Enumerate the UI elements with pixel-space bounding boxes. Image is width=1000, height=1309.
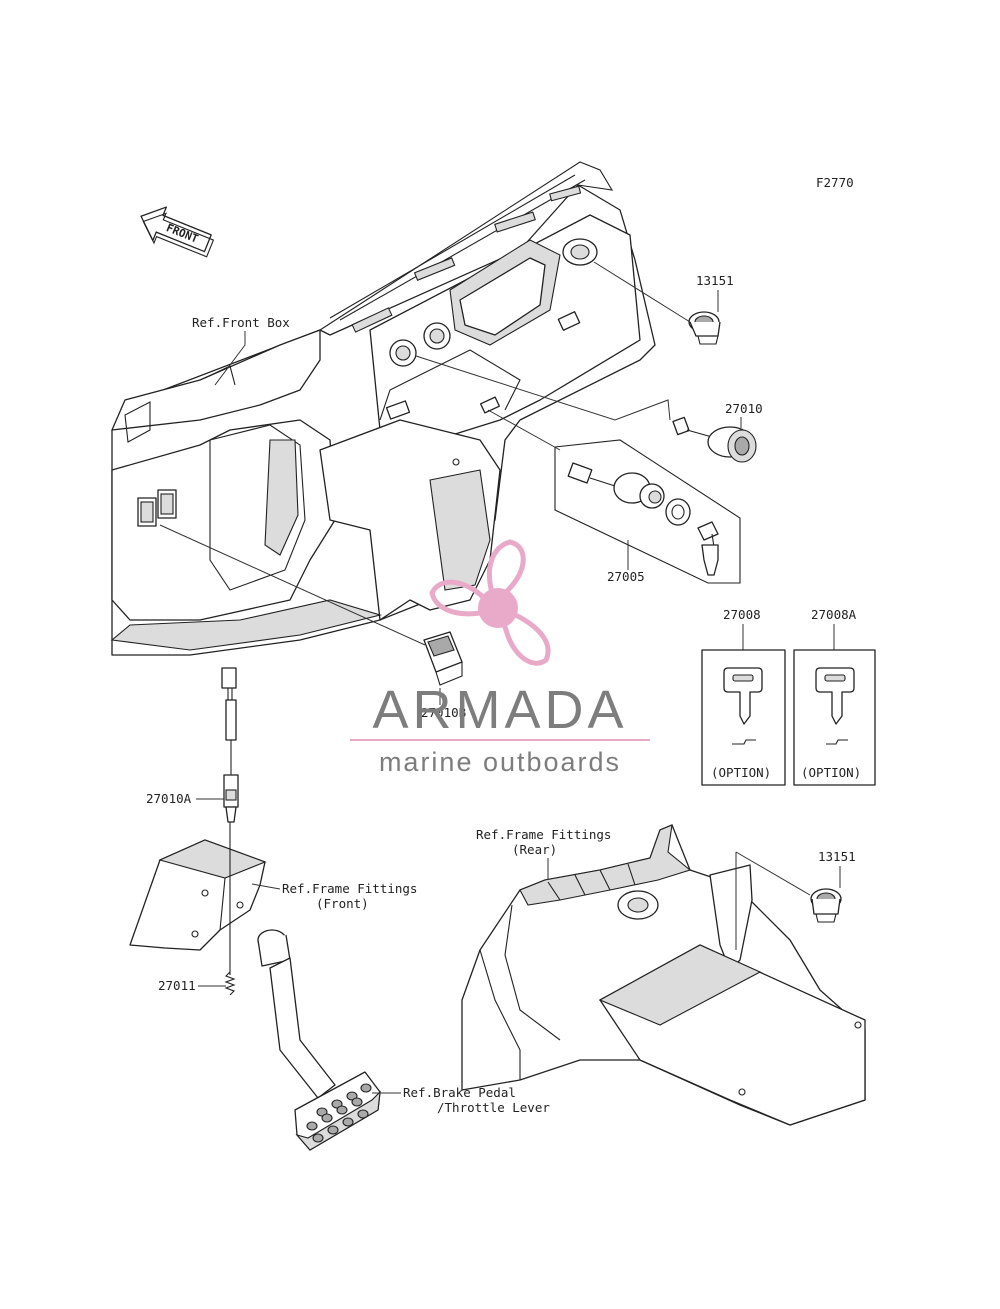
propeller-logo-icon xyxy=(429,539,551,666)
part-27010b-label: 27010B xyxy=(421,705,466,720)
part-27011-label: 27011 xyxy=(158,978,196,993)
front-arrow-icon: FRONT xyxy=(140,206,215,258)
watermark-brand: ARMADA xyxy=(372,680,627,740)
part-13151-bottom-label: 13151 xyxy=(818,849,856,864)
brake-pedal xyxy=(257,929,381,1151)
frame-fittings-front xyxy=(129,822,267,975)
option-label-27008: (OPTION) xyxy=(711,765,771,780)
part-13151-top-label: 13151 xyxy=(696,273,734,288)
power-socket-13151-bottom xyxy=(810,888,842,923)
part-27010-label: 27010 xyxy=(725,401,763,416)
part-27005-label: 27005 xyxy=(607,569,645,584)
key-27008a-box: (OPTION) xyxy=(793,649,876,786)
ref-brake-label-2: /Throttle Lever xyxy=(437,1100,550,1115)
watermark-tagline: marine outboards xyxy=(379,747,621,777)
leader-front-box xyxy=(214,331,246,386)
spring-27011 xyxy=(224,971,236,996)
leader-13151-top-dash xyxy=(593,261,691,323)
part-27008a-label: 27008A xyxy=(811,607,857,622)
leader-frame-front xyxy=(251,883,281,890)
leader-27005-dash xyxy=(487,409,561,451)
part-27008-label: 27008 xyxy=(723,607,761,622)
ref-frame-rear-label-2: (Rear) xyxy=(512,842,557,857)
leader-13151-bottom-frame xyxy=(735,851,811,896)
ref-front-box-label: Ref.Front Box xyxy=(192,315,290,330)
ref-frame-front-label-1: Ref.Frame Fittings xyxy=(282,881,417,896)
key-27008-box: (OPTION) xyxy=(701,649,786,786)
brake-switch-27010a xyxy=(221,667,239,823)
leader-27010b-dash xyxy=(159,524,426,646)
power-socket-13151-top xyxy=(688,311,721,345)
ref-brake-label-1: Ref.Brake Pedal xyxy=(403,1085,516,1100)
leader-27010-dash xyxy=(415,355,671,421)
ref-frame-front-label-2: (Front) xyxy=(316,896,369,911)
switch-27010 xyxy=(672,416,757,463)
dashboard-assembly xyxy=(110,161,656,656)
part-27010a-label: 27010A xyxy=(146,791,192,806)
rear-frame-assembly xyxy=(461,824,866,1126)
ref-frame-rear-label-1: Ref.Frame Fittings xyxy=(476,827,611,842)
armada-watermark: ARMADA marine outboards xyxy=(350,539,650,777)
diagram-code: F2770 xyxy=(816,175,854,190)
option-label-27008a: (OPTION) xyxy=(801,765,861,780)
rocker-switch-27010b xyxy=(423,631,463,686)
ignition-switch-27005 xyxy=(554,439,741,584)
